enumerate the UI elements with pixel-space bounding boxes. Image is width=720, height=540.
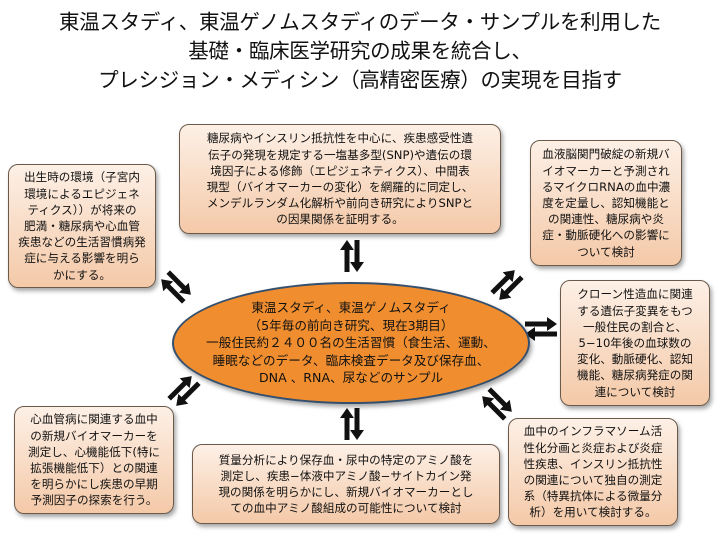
title-line-1: 東温スタディ、東温ゲノムスタディのデータ・サンプルを利用した (59, 10, 661, 34)
box-top-center-line: 糖尿病やインスリン抵抗性を中心に、疾患感受性遺 (206, 131, 474, 146)
box-top-center-line: 現型（バイオマーカーの変化）を網羅的に同定し、 (206, 180, 474, 194)
box-top-right-line: イオマーカーと予測され (542, 163, 670, 178)
box-top-center: 糖尿病やインスリン抵抗性を中心に、疾患感受性遺 伝子の発現を規定する一塩基多型(… (179, 124, 501, 234)
box-bottom-center-line: ての血中アミノ酸組成の可能性について検討 (230, 501, 462, 516)
box-top-right-line: るマイクロRNAの血中濃 (541, 179, 671, 194)
box-bottom-right-line: 系（特異抗体による微量分 (523, 489, 663, 504)
box-mid-right: クローン性造血に関連 する遺伝子変異をもつ 一般住民の割合と、 5−10年後の血… (560, 280, 710, 406)
box-top-right-line: ついて検討 (577, 244, 635, 259)
box-bottom-center-line: 現の関係を明らかにし、新規バイオマーカーとし (218, 485, 474, 499)
arrow-bottom (340, 408, 364, 440)
box-bottom-left-line: 予測因子の探索を行う。 (30, 493, 158, 508)
box-top-left-line: 環境によるエピジェネ (24, 186, 140, 201)
box-bottom-left-line: 測定し、心機能低下(特に (27, 444, 161, 459)
box-bottom-left-line: を明らかにし疾患の早期 (30, 477, 158, 492)
box-top-right-line: 症・動脈硬化への影響に (542, 228, 670, 243)
box-top-left-line: 出生時の環境（子宮内 (24, 170, 140, 185)
box-mid-right-line: 一般住民の割合と、 (583, 319, 687, 334)
box-top-right: 血液脳関門破綻の新規バ イオマーカーと予測され るマイクロRNAの血中濃 度を定… (530, 140, 682, 266)
arrow-top (340, 240, 364, 272)
box-mid-right-line: 変化、動脈硬化、認知 (577, 352, 693, 367)
title-line-2: 基礎・臨床医学研究の成果を統合し、 (188, 39, 532, 63)
center-line: 東温スタディ、東温ゲノムスタディ (251, 300, 451, 316)
box-bottom-right: 血中のインフラマソーム活 性化分画と炎症および炎症 性疾患、インスリン抵抗性 の… (508, 418, 678, 526)
arrow-upper-left (156, 267, 196, 307)
title: 東温スタディ、東温ゲノムスタディのデータ・サンプルを利用した 基礎・臨床医学研究… (0, 8, 720, 95)
box-top-right-line: 度を定量し、認知機能と (542, 195, 670, 210)
box-bottom-right-line: の関連について独自の測定 (523, 473, 663, 487)
title-line-3: プレシジョン・メディシン（高精密医療）の実現を目指す (98, 68, 622, 92)
box-bottom-center-line: 質量分析により保存血・尿中の特定のアミノ酸を (218, 452, 474, 467)
box-bottom-right-line: 性疾患、インスリン抵抗性 (523, 456, 663, 471)
box-mid-right-line: 5−10年後の血球数の (578, 335, 692, 350)
box-mid-right-line: 機能、糖尿病発症の関 (577, 368, 693, 383)
box-top-center-line: 境因子による修飾（エピジェネティクス）、中間表 (210, 163, 470, 178)
box-bottom-left: 心血管病に関連する血中 の新規バイオマーカーを 測定し、心機能低下(特に 拡張機… (14, 406, 174, 514)
center-line: 睡眠などのデータ、臨床検査データ及び保存血、 (212, 352, 490, 368)
box-mid-right-line: する遺伝子変異をもつ (577, 303, 693, 318)
box-top-center-line: の因果関係を証明する。 (276, 212, 404, 227)
box-top-center-line: メンデルランダム化解析や前向き研究によりSNPと (206, 196, 474, 211)
box-top-left-line: かにする。 (52, 267, 112, 282)
box-top-left-line: 症に与える影響を明ら (24, 251, 140, 266)
box-bottom-center-line: 測定し、疾患−体液中アミノ酸−サイトカイン発 (220, 468, 472, 483)
box-top-left-line: ティクス））が将来の (27, 202, 137, 217)
center-line: DNA 、RNA、尿などのサンプル (258, 370, 444, 386)
box-top-left: 出生時の環境（子宮内 環境によるエピジェネ ティクス））が将来の 肥満・糖尿病や… (8, 164, 156, 288)
box-bottom-left-line: 拡張機能低下）との関連 (30, 461, 158, 475)
center-study-ellipse: 東温スタディ、東温ゲノムスタディ （5年毎の前向き研究、現在3期目） 一般住民約… (172, 282, 530, 404)
center-line: （5年毎の前向き研究、現在3期目） (248, 317, 454, 333)
box-top-center-line: 伝子の発現を規定する一塩基多型(SNP)や遺伝の環 (208, 147, 472, 162)
box-top-right-line: の関連性、糖尿病や炎 (548, 212, 664, 227)
box-top-left-line: 肥満・糖尿病や心血管 (24, 218, 140, 233)
box-mid-right-line: クローン性造血に関連 (577, 287, 693, 302)
center-line: 一般住民約２４００名の生活習慣（食生活、運動、 (206, 335, 496, 351)
box-bottom-right-line: 性化分画と炎症および炎症 (523, 440, 663, 455)
box-bottom-left-line: 心血管病に関連する血中 (30, 412, 158, 427)
arrow-mid-right (525, 317, 557, 341)
box-bottom-center: 質量分析により保存血・尿中の特定のアミノ酸を 測定し、疾患−体液中アミノ酸−サイ… (192, 444, 500, 524)
box-bottom-right-line: 析）を用いて検討する。 (529, 505, 657, 520)
box-top-right-line: 血液脳関門破綻の新規バ (542, 147, 670, 162)
box-bottom-left-line: の新規バイオマーカーを (30, 428, 158, 443)
arrow-lower-right (477, 384, 517, 424)
box-mid-right-line: 連について検討 (594, 384, 676, 399)
box-bottom-right-line: 血中のインフラマソーム活 (523, 424, 663, 439)
arrow-lower-left (164, 371, 204, 411)
box-top-left-line: 疾患などの生活習慣病発 (18, 235, 146, 250)
